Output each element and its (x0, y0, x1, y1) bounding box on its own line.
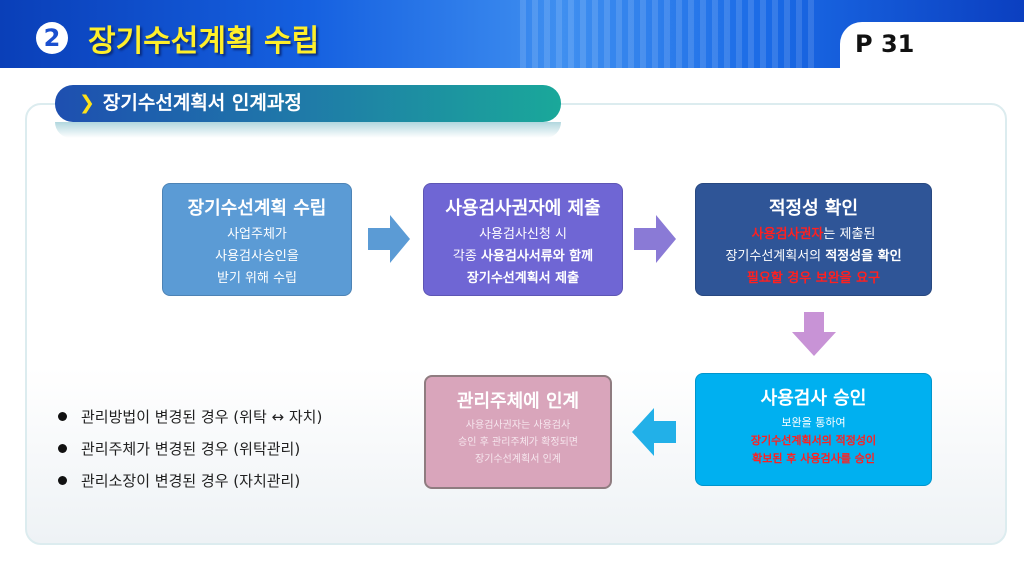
step-text: 장기수선계획서의 적정성이 (750, 434, 877, 447)
building-image (520, 0, 820, 68)
arrow-down-icon (792, 312, 836, 356)
list-item-text: 관리소장이 변경된 경우 (자치관리) (81, 471, 301, 490)
section-heading: ❯ 장기수선계획서 인계과정 (55, 85, 561, 122)
page-title: 장기수선계획 수립 (88, 24, 320, 59)
text-emphasis: 사용검사권자 (751, 227, 824, 242)
text-emphasis: 사용검사서류와 함께 (480, 249, 594, 264)
step-text: 사용검사권자는 제출된 (696, 224, 931, 246)
arrow-left-icon (632, 408, 676, 456)
section-number-badge: 2 (36, 22, 68, 54)
step-text: 보완을 통하여 (781, 416, 846, 429)
step-text: 승인 후 관리주체가 확정되면 (458, 437, 578, 448)
page-tab (840, 22, 1024, 68)
step-text: 사용검사권자는 사용검사 (465, 420, 571, 431)
step-text: 각종 사용검사서류와 함께 (424, 246, 622, 268)
text-part: 장기수선계획서의 (725, 249, 826, 264)
step-text: 사업주체가 (227, 227, 287, 242)
bullet-icon (58, 475, 67, 485)
list-item-text: 관리주체가 변경된 경우 (위탁관리) (81, 439, 301, 458)
step-review-box: 적정성 확인 사용검사권자는 제출된 장기수선계획서의 적정성을 확인 필요할 … (695, 183, 932, 296)
step-text: 사용검사승인을 (215, 249, 299, 264)
chevron-right-icon: ❯ (79, 92, 95, 114)
step-title: 관리주체에 인계 (456, 391, 580, 412)
header-banner: 2 장기수선계획 수립 P 31 (0, 0, 1024, 68)
step-submit-box: 사용검사권자에 제출 사용검사신청 시 각종 사용검사서류와 함께 장기수선계획… (423, 183, 623, 296)
list-item: 관리방법이 변경된 경우 (위탁 ↔ 자치) (58, 400, 322, 432)
step-title: 장기수선계획 수립 (187, 198, 327, 219)
list-item: 관리소장이 변경된 경우 (자치관리) (58, 464, 322, 496)
text-part: 각종 (452, 249, 481, 264)
bullet-icon (58, 411, 67, 421)
arrow-right-icon (368, 215, 410, 263)
section-title: 장기수선계획서 인계과정 (102, 92, 302, 114)
step-text: 장기수선계획서의 적정성을 확인 (696, 246, 931, 268)
text-part: 는 제출된 (823, 227, 876, 242)
handover-cases-list: 관리방법이 변경된 경우 (위탁 ↔ 자치) 관리주체가 변경된 경우 (위탁관… (58, 400, 322, 496)
text-emphasis: 적정성을 확인 (825, 249, 902, 264)
arrow-right-icon (634, 215, 676, 263)
page-number: P 31 (855, 30, 915, 58)
list-item: 관리주체가 변경된 경우 (위탁관리) (58, 432, 322, 464)
step-plan-box: 장기수선계획 수립 사업주체가 사용검사승인을 받기 위해 수립 (162, 183, 352, 296)
step-title: 사용검사 승인 (760, 388, 867, 409)
step-text: 사용검사신청 시 (479, 227, 567, 242)
step-text: 필요할 경우 보완을 요구 (746, 271, 881, 286)
step-title: 적정성 확인 (768, 198, 859, 219)
step-text: 확보된 후 사용검사를 승인 (752, 452, 875, 465)
step-text: 장기수선계획서 인계 (475, 454, 561, 465)
list-item-text: 관리방법이 변경된 경우 (위탁 ↔ 자치) (81, 407, 323, 426)
section-heading-reflection (55, 122, 561, 138)
step-title: 사용검사권자에 제출 (445, 198, 601, 219)
step-handover-box: 관리주체에 인계 사용검사권자는 사용검사 승인 후 관리주체가 확정되면 장기… (424, 375, 612, 489)
step-text: 장기수선계획서 제출 (466, 271, 580, 286)
bullet-icon (58, 443, 67, 453)
step-approval-box: 사용검사 승인 보완을 통하여 장기수선계획서의 적정성이 확보된 후 사용검사… (695, 373, 932, 486)
step-text: 받기 위해 수립 (216, 271, 298, 286)
